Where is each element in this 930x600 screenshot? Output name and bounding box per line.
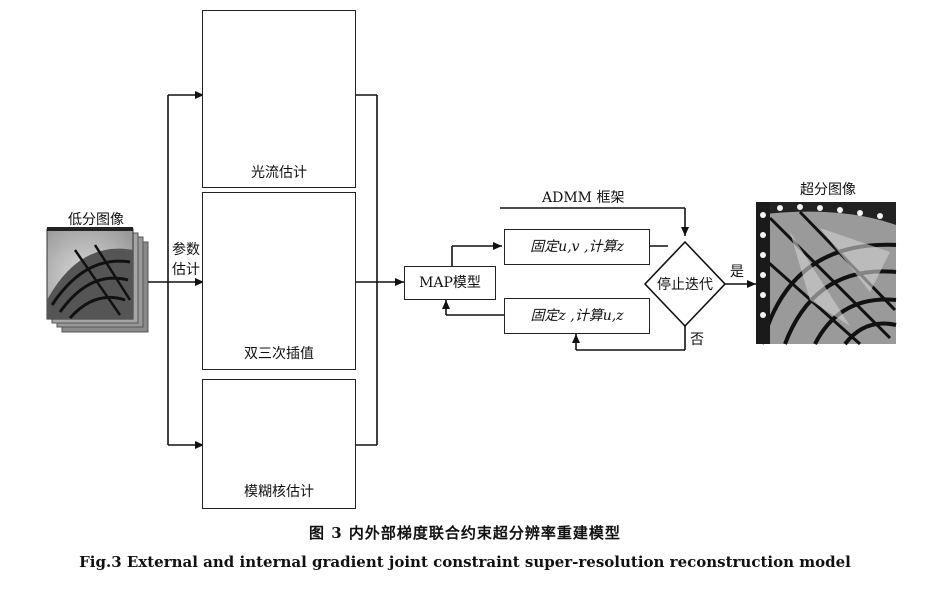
output-butterfly-image [756, 202, 897, 346]
input-butterfly-image [46, 227, 134, 320]
bicubic-box [202, 192, 356, 370]
blur-kernel-label: 模糊核估计 [244, 484, 314, 500]
blur-kernel-box [202, 379, 356, 509]
stop-iteration-label: 停止迭代 [657, 277, 713, 293]
map-model-label: MAP模型 [419, 275, 481, 291]
admm-connectors [442, 207, 756, 351]
stop-decision-diamond [643, 240, 727, 328]
output-label: 超分图像 [800, 182, 856, 198]
figure-caption-cn: 图 3 内外部梯度联合约束超分辨率重建模型 [309, 524, 621, 542]
input-label: 低分图像 [68, 212, 124, 228]
admm-title: ADMM 框架 [542, 190, 625, 206]
optical-flow-label: 光流估计 [251, 165, 307, 181]
map-model-box [404, 266, 496, 300]
fix-uv-label: 固定u,v ,计算z [530, 239, 624, 255]
no-label: 否 [690, 332, 704, 348]
input-image-stack [46, 227, 149, 333]
optical-flow-box [202, 10, 356, 188]
param-estimation-line1: 参数 [172, 242, 200, 258]
yes-label: 是 [730, 264, 744, 280]
bicubic-label: 双三次插值 [244, 346, 314, 362]
branch-connectors [148, 91, 404, 449]
param-estimation-line2: 估计 [172, 262, 200, 278]
fix-z-box [504, 298, 650, 334]
fix-uv-box [504, 229, 650, 265]
fix-z-label: 固定z ,计算u,z [530, 308, 624, 324]
figure-caption-en: Fig.3 External and internal gradient joi… [79, 553, 851, 571]
